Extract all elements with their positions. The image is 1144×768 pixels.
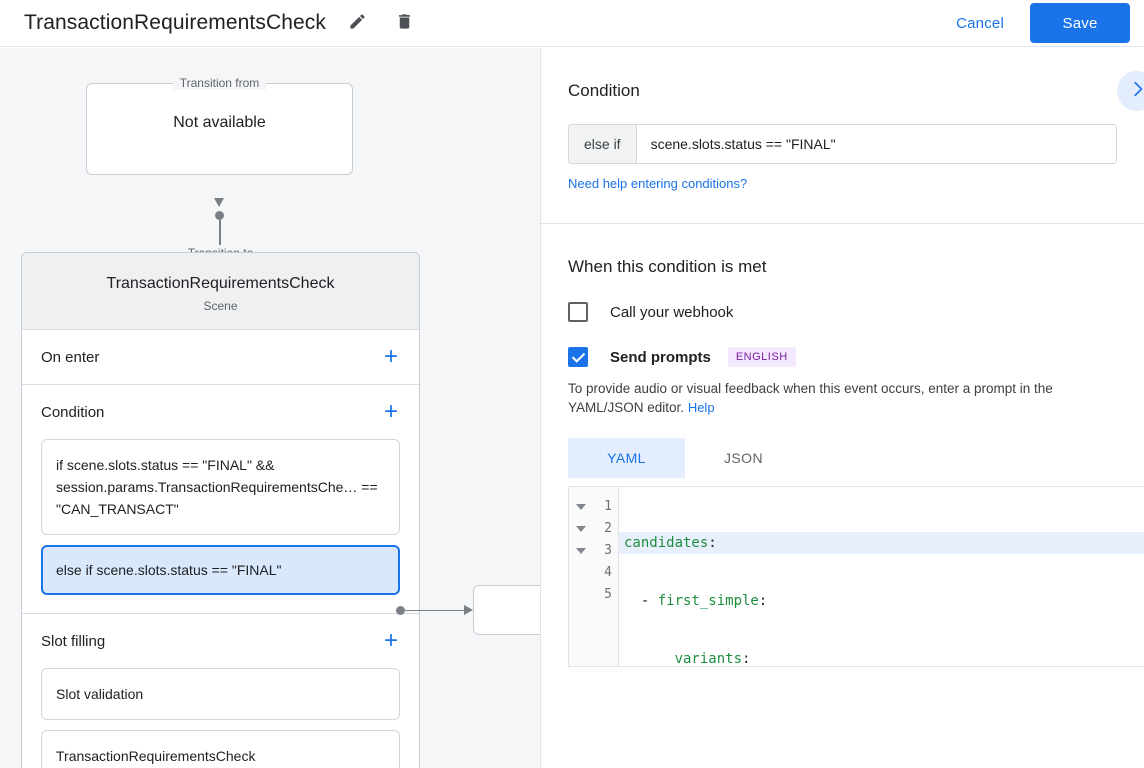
section-condition-title: Condition [41, 403, 105, 421]
tab-yaml[interactable]: YAML [568, 438, 685, 478]
line-number: 2 [604, 521, 612, 536]
section-on-enter-title: On enter [41, 348, 100, 366]
section-condition: Condition + if scene.slots.status == "FI… [22, 385, 419, 614]
connector-line-horizontal [405, 609, 465, 611]
app-header: TransactionRequirementsCheck Cancel Save [0, 0, 1144, 47]
section-on-enter-header: On enter + [41, 330, 400, 384]
transition-to-card[interactable]: TransactionRequirementsCheck Scene On en… [21, 252, 420, 768]
slot-filling-item[interactable]: TransactionRequirementsCheck [41, 730, 400, 768]
line-number: 4 [604, 565, 612, 580]
fold-toggle[interactable] [569, 540, 593, 562]
condition-input-row[interactable]: else if [568, 124, 1117, 164]
panel-section-divider [541, 223, 1144, 224]
line-number: 3 [604, 543, 612, 558]
panel-when-met-heading: When this condition is met [568, 257, 767, 276]
editor-fold-column [569, 487, 593, 666]
condition-expression-input[interactable] [636, 125, 1116, 163]
line-number: 1 [604, 499, 612, 514]
add-on-enter-button[interactable]: + [383, 343, 398, 370]
section-slot-filling: Slot filling + Slot validation Transacti… [22, 614, 419, 768]
fold-spacer [569, 562, 593, 584]
code-indent: - [624, 593, 658, 609]
fold-toggle[interactable] [569, 496, 593, 518]
code-line: - first_simple: [619, 590, 1144, 612]
send-prompts-checkbox-row[interactable]: Send prompts ENGLISH [568, 347, 1117, 367]
connector-dot [215, 211, 224, 220]
flow-canvas[interactable]: Transition from Not available Transition… [0, 48, 540, 768]
webhook-checkbox[interactable] [568, 302, 588, 322]
editor-line-numbers: 1 2 3 4 5 [593, 487, 619, 666]
line-number: 5 [604, 587, 612, 602]
trash-icon [395, 12, 414, 34]
transition-from-card[interactable]: Transition from Not available [86, 76, 353, 175]
cancel-button[interactable]: Cancel [946, 7, 1014, 40]
send-prompts-checkbox[interactable] [568, 347, 588, 367]
delete-button[interactable] [390, 9, 418, 37]
page-title: TransactionRequirementsCheck [24, 11, 326, 34]
prompt-code-editor[interactable]: 1 2 3 4 5 candidates: - first_simple: va… [568, 486, 1144, 667]
expand-panel-button[interactable] [1117, 71, 1144, 111]
slot-filling-item[interactable]: Slot validation [41, 668, 400, 720]
connector-line-vertical [219, 216, 221, 245]
code-sep: : [758, 593, 768, 609]
transition-from-legend: Transition from [172, 76, 267, 90]
edit-name-button[interactable] [343, 9, 371, 37]
target-node-card[interactable] [473, 585, 540, 635]
tab-json[interactable]: JSON [724, 450, 763, 466]
helper-text-body: To provide audio or visual feedback when… [568, 381, 1053, 415]
add-slot-filling-button[interactable]: + [383, 627, 398, 654]
code-sep: : [742, 651, 751, 666]
code-line: candidates: [619, 532, 1144, 554]
chevron-down-icon [576, 526, 586, 532]
condition-help-link[interactable]: Need help entering conditions? [568, 176, 748, 191]
transition-to-subtitle: Scene [203, 299, 238, 313]
transition-from-value: Not available [173, 114, 266, 131]
send-prompts-checkbox-label: Send prompts [610, 348, 711, 366]
code-line: variants: [619, 648, 1144, 666]
condition-prefix-label: else if [569, 125, 637, 163]
section-on-enter: On enter + [22, 330, 419, 385]
code-key: first_simple [657, 593, 759, 609]
section-slot-filling-body: Slot validation TransactionRequirementsC… [41, 668, 400, 768]
connector-dot-right [396, 606, 405, 615]
save-button[interactable]: Save [1030, 3, 1130, 43]
helper-help-link[interactable]: Help [687, 400, 715, 415]
fold-toggle[interactable] [569, 518, 593, 540]
editor-code-area[interactable]: candidates: - first_simple: variants: - … [619, 487, 1144, 666]
webhook-checkbox-label: Call your webhook [610, 303, 734, 321]
section-slot-filling-title: Slot filling [41, 632, 106, 650]
language-badge: ENGLISH [727, 347, 796, 367]
code-key: candidates [624, 535, 709, 551]
send-prompts-helper-text: To provide audio or visual feedback when… [568, 379, 1117, 417]
section-slot-filling-header: Slot filling + [41, 614, 400, 668]
editor-format-tabs: YAML JSON [568, 438, 1117, 478]
webhook-checkbox-row[interactable]: Call your webhook [568, 302, 1117, 322]
connector-arrow-right [464, 605, 473, 615]
chevron-down-icon [576, 548, 586, 554]
condition-item[interactable]: if scene.slots.status == "FINAL" && sess… [41, 439, 400, 535]
transition-to-header: TransactionRequirementsCheck Scene [22, 253, 419, 330]
chevron-down-icon [576, 504, 586, 510]
connector-arrow-down [214, 198, 224, 207]
panel-condition-section: Condition else if Need help entering con… [541, 48, 1144, 193]
condition-item-selected[interactable]: else if scene.slots.status == "FINAL" [41, 545, 400, 595]
add-condition-button[interactable]: + [383, 398, 398, 425]
chevron-right-icon [1127, 79, 1144, 104]
code-sep: : [708, 535, 717, 551]
code-indent [624, 651, 675, 666]
panel-divider-vertical [540, 48, 541, 768]
panel-when-met-section: When this condition is met Call your web… [541, 224, 1144, 478]
details-panel: Condition else if Need help entering con… [541, 48, 1144, 768]
section-condition-body: if scene.slots.status == "FINAL" && sess… [41, 439, 400, 613]
panel-condition-heading: Condition [568, 81, 640, 100]
fold-spacer [569, 584, 593, 606]
section-condition-header: Condition + [41, 385, 400, 439]
transition-to-title: TransactionRequirementsCheck [106, 275, 335, 292]
code-key: variants [674, 651, 743, 666]
pencil-icon [348, 12, 367, 34]
